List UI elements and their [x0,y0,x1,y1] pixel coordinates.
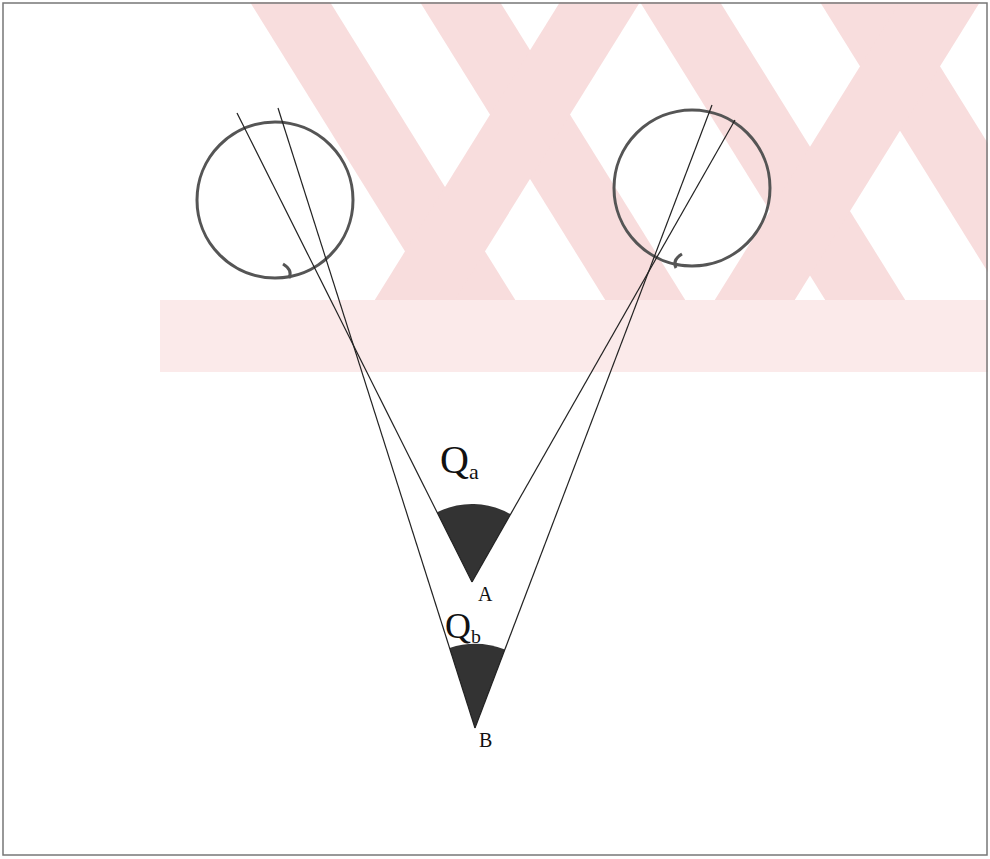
sight-line [472,120,735,582]
angle-label: Qa [440,440,479,480]
eye-circle [197,122,353,278]
angle-wedge [437,504,511,582]
angle-label: Qb [445,608,481,644]
watermark-band [160,300,988,372]
eye-circle [614,110,770,266]
point-label: A [478,584,492,604]
point-label: B [479,730,492,750]
watermark [160,2,988,372]
angle-wedges [437,504,511,728]
eye-notch [283,264,290,278]
frame [3,3,987,855]
eye-notch [675,254,682,268]
angle-wedge [450,644,505,728]
sight-line [278,108,475,728]
sight-line [475,105,712,728]
